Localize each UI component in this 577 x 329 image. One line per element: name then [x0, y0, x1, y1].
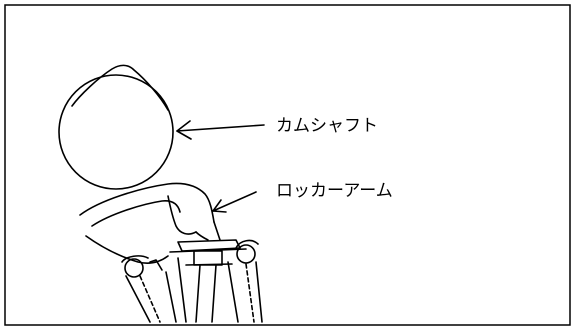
valve-spring-right	[227, 239, 263, 323]
valve-spring-left	[121, 255, 187, 323]
camshaft-label: カムシャフト	[276, 116, 378, 136]
rocker-arm-arrow	[212, 191, 257, 213]
camshaft-lobe	[58, 64, 174, 190]
valve-retainer	[169, 239, 247, 323]
diagram-frame	[4, 4, 571, 326]
rocker-arm-label: ロッカーアーム	[276, 181, 393, 201]
camshaft-arrow	[176, 120, 265, 140]
rocker-arm	[79, 182, 221, 264]
